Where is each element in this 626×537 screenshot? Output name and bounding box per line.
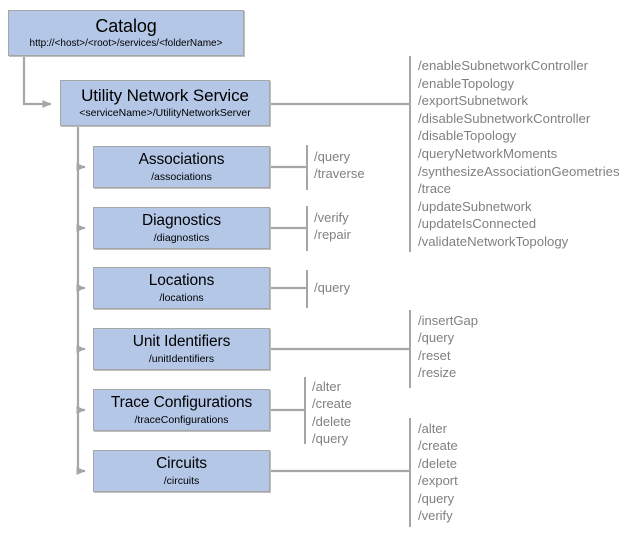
- operation-item: /query: [418, 490, 455, 506]
- operation-item: /query: [418, 330, 455, 346]
- node-diagnostics[interactable]: Diagnostics /diagnostics: [93, 207, 270, 249]
- operation-item: /alter: [312, 379, 341, 394]
- operation-item: /queryNetworkMoments: [418, 145, 558, 161]
- operation-item: /enableTopology: [418, 75, 515, 91]
- node-catalog[interactable]: Catalog http://<host>/<root>/services/<f…: [8, 10, 244, 56]
- node-circuits-title: Circuits: [156, 455, 207, 472]
- operation-item: /query: [314, 280, 351, 295]
- node-unit-identifiers-subtitle: /unitIdentifiers: [148, 353, 215, 365]
- operation-item: /delete: [418, 455, 458, 471]
- node-unit-identifiers[interactable]: Unit Identifiers /unitIdentifiers: [93, 328, 270, 370]
- operations-circuits: /alter/create/delete/export/query/verify: [418, 420, 458, 524]
- node-associations-title: Associations: [138, 151, 225, 168]
- operation-item: /exportSubnetwork: [418, 93, 528, 109]
- node-locations[interactable]: Locations /locations: [93, 267, 270, 309]
- node-utility-network-service-title: Utility Network Service: [81, 86, 249, 105]
- operation-item: /enableSubnetworkController: [418, 58, 589, 73]
- operation-item: /create: [418, 438, 458, 454]
- node-unit-identifiers-title: Unit Identifiers: [132, 333, 231, 350]
- node-catalog-subtitle: http://<host>/<root>/services/<folderNam…: [29, 38, 223, 49]
- node-utility-network-service[interactable]: Utility Network Service <serviceName>/Ut…: [60, 80, 270, 126]
- operation-item: /insertGap: [418, 313, 478, 328]
- operation-item: /updateIsConnected: [418, 216, 537, 232]
- operations-diagnostics: /verify/repair: [314, 209, 351, 244]
- operation-item: /export: [418, 473, 458, 489]
- operation-item: /alter: [418, 421, 447, 436]
- operations-associations: /query/traverse: [314, 148, 365, 183]
- operation-item: /disableSubnetworkController: [418, 110, 591, 126]
- operations-locations: /query: [314, 279, 350, 296]
- node-catalog-title: Catalog: [95, 16, 157, 36]
- operations-utility-network-service: /enableSubnetworkController/enableTopolo…: [418, 57, 620, 251]
- node-locations-title: Locations: [148, 272, 215, 289]
- node-trace-configurations[interactable]: Trace Configurations /traceConfiguration…: [93, 389, 270, 431]
- operation-item: /traverse: [314, 166, 365, 182]
- node-utility-network-service-subtitle: <serviceName>/UtilityNetworkServer: [79, 107, 251, 119]
- node-diagnostics-title: Diagnostics: [141, 212, 222, 229]
- node-trace-configurations-subtitle: /traceConfigurations: [134, 414, 229, 426]
- operation-item: /synthesizeAssociationGeometries: [418, 163, 620, 179]
- operation-item: /reset: [418, 347, 451, 363]
- operation-item: /trace: [418, 181, 451, 197]
- node-locations-subtitle: /locations: [159, 292, 204, 304]
- operations-unit-identifiers: /insertGap/query/reset/resize: [418, 312, 478, 382]
- operation-item: /validateNetworkTopology: [418, 233, 569, 249]
- operation-item: /create: [312, 396, 352, 412]
- operation-item: /disableTopology: [418, 128, 517, 144]
- operation-item: /updateSubnetwork: [418, 198, 532, 214]
- operation-item: /resize: [418, 365, 457, 381]
- operation-item: /delete: [312, 413, 352, 429]
- operation-item: /query: [312, 431, 349, 447]
- operation-item: /verify: [314, 210, 349, 225]
- operations-trace-configurations: /alter/create/delete/query: [312, 378, 352, 448]
- operation-item: /repair: [314, 227, 351, 243]
- node-diagnostics-subtitle: /diagnostics: [153, 232, 210, 244]
- node-trace-configurations-title: Trace Configurations: [110, 394, 253, 411]
- node-associations[interactable]: Associations /associations: [93, 146, 270, 188]
- node-associations-subtitle: /associations: [151, 171, 212, 183]
- operation-item: /verify: [418, 508, 453, 524]
- node-circuits-subtitle: /circuits: [163, 475, 200, 487]
- node-circuits[interactable]: Circuits /circuits: [93, 450, 270, 492]
- operation-item: /query: [314, 149, 351, 164]
